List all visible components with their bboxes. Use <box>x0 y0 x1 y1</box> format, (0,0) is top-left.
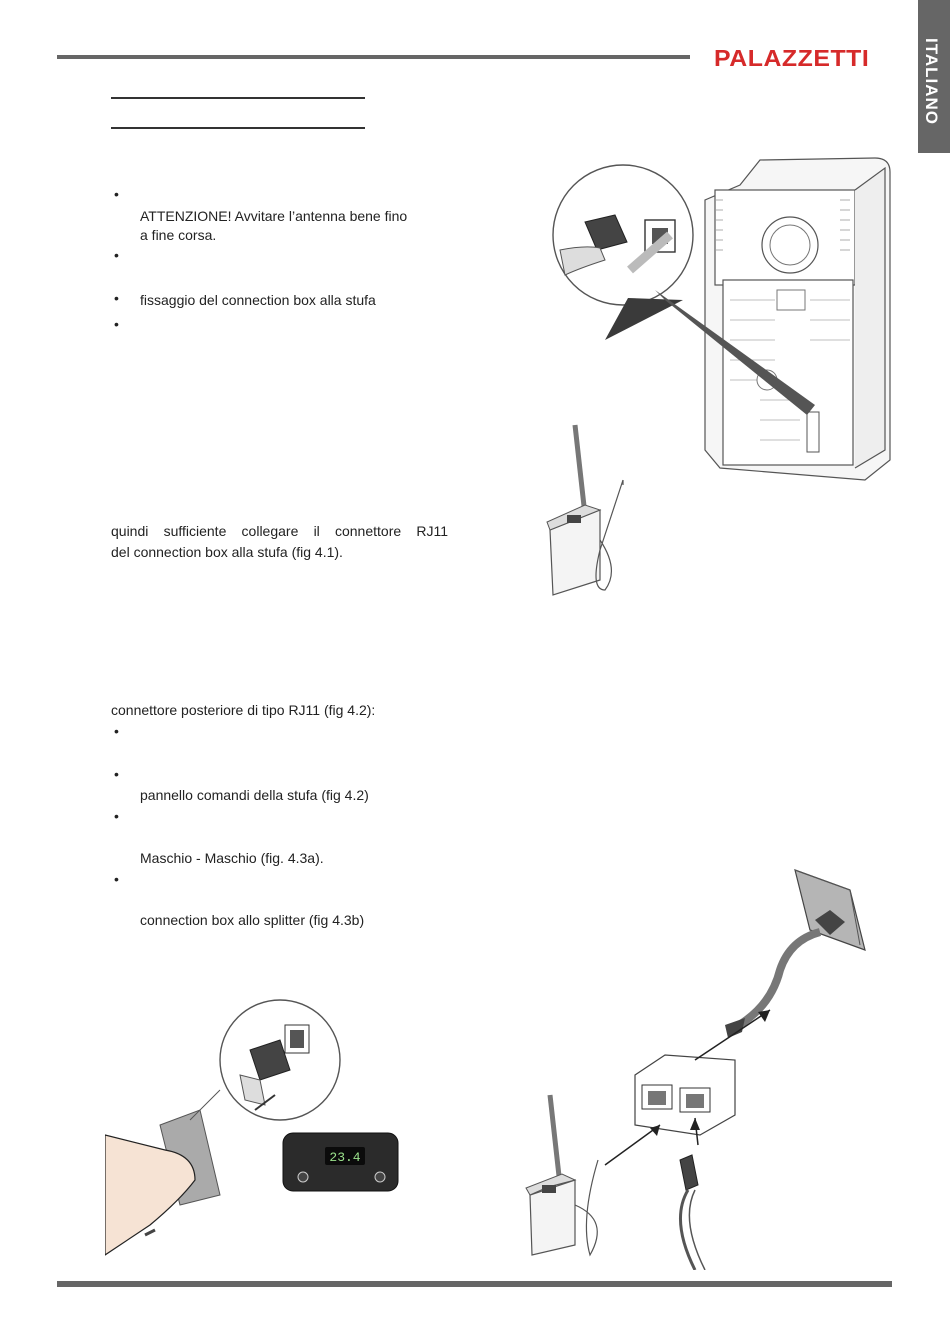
bullet-3: • <box>114 290 119 306</box>
fixing-instruction: fissaggio del connection box alla stufa <box>140 292 376 308</box>
header-rule <box>57 55 690 59</box>
language-tab-label: ITALIANO <box>922 38 941 126</box>
male-male-instruction: Maschio - Maschio (fig. 4.3a). <box>140 850 324 866</box>
bullet-6: • <box>114 766 119 782</box>
display-readout: 23.4 <box>329 1150 360 1165</box>
rear-connector-intro: connettore posteriore di tipo RJ11 (fig … <box>111 702 376 718</box>
antenna-warning-line2: a fine corsa. <box>140 227 217 243</box>
control-panel-instruction: pannello comandi della stufa (fig 4.2) <box>140 787 369 803</box>
figure-stove-rear <box>546 157 891 596</box>
antenna-warning-line1: ATTENZIONE! Avvitare l’antenna bene fino <box>140 208 408 224</box>
heading-underline-2 <box>111 127 365 129</box>
bullet-8: • <box>114 871 119 887</box>
bullet-1: • <box>114 186 119 202</box>
rj11-paragraph-line2: del connection box alla stufa (fig 4.1). <box>111 544 343 560</box>
heading-underline-1 <box>111 97 365 99</box>
bullet-5: • <box>114 723 119 739</box>
bullet-7: • <box>114 808 119 824</box>
brand-logo: PALAZZETTI <box>714 45 870 71</box>
rj11-paragraph-line1: quindi sufficiente collegare il connetto… <box>111 523 448 539</box>
bullet-2: • <box>114 247 119 263</box>
footer-rule <box>57 1281 892 1287</box>
figure-control-panel-connection: 23.4 <box>105 999 399 1256</box>
splitter-instruction: connection box allo splitter (fig 4.3b) <box>140 912 365 928</box>
bullet-4: • <box>114 316 119 332</box>
figure-splitter <box>525 869 866 1270</box>
language-tab[interactable]: ITALIANO <box>918 0 950 153</box>
